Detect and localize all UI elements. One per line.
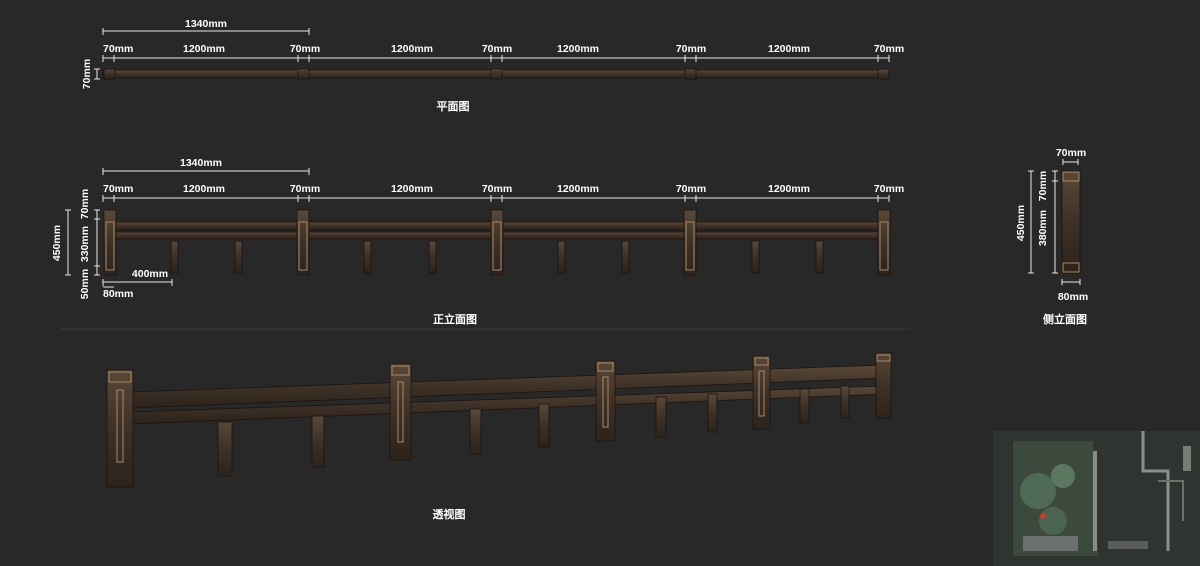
front-balusters (170, 240, 824, 274)
location-marker-icon (1040, 513, 1046, 519)
front-caption: 正立面图 (433, 312, 477, 326)
front-post-width-dim: 80mm (103, 288, 133, 300)
perspective-caption: 透视图 (433, 507, 466, 521)
front-seg-8: 1200mm (768, 183, 810, 195)
minimap-image (993, 431, 1200, 566)
side-cap-dim: 70mm (1037, 171, 1049, 201)
perspective-rails (129, 364, 886, 425)
plan-seg-5: 70mm (482, 43, 512, 55)
front-seg-6: 1200mm (557, 183, 599, 195)
plan-seg-6: 1200mm (557, 43, 599, 55)
front-overall-dim: 1340mm (180, 157, 222, 169)
side-total-dim: 450mm (1015, 205, 1027, 241)
plan-caption: 平面图 (437, 100, 470, 113)
perspective-posts (106, 352, 892, 488)
plan-overall-dim: 1340mm (185, 18, 227, 30)
plan-seg-1: 70mm (103, 43, 133, 55)
plan-height-dim: 70mm (81, 59, 93, 89)
front-seg-2: 1200mm (183, 183, 225, 195)
side-bottom-width-dim: 80mm (1058, 291, 1088, 303)
front-elevation: 1340mm 70mm 1200mm 70mm 1200mm 70mm 1200… (51, 157, 904, 326)
plan-dimensions: 1340mm 70mm 1200mm 70mm 1200mm 70mm 1200… (81, 18, 904, 89)
front-total-dim: 450mm (51, 225, 63, 261)
side-dimensions: 70mm 70mm 380mm 450mm 80mm (1015, 147, 1088, 303)
front-mid-dim: 330mm (79, 226, 91, 262)
plan-seg-2: 1200mm (183, 43, 225, 55)
side-elevation: 70mm 70mm 380mm 450mm 80mm 侧立面图 (1015, 147, 1088, 326)
front-seg-7: 70mm (676, 183, 706, 195)
side-top-width-dim: 70mm (1056, 147, 1086, 159)
side-shaft-dim: 380mm (1037, 210, 1049, 246)
plan-view: 1340mm 70mm 1200mm 70mm 1200mm 70mm 1200… (81, 18, 904, 113)
plan-seg-4: 1200mm (391, 43, 433, 55)
side-caption: 侧立面图 (1043, 312, 1087, 326)
front-dimensions: 1340mm 70mm 1200mm 70mm 1200mm 70mm 1200… (51, 157, 904, 300)
plan-seg-3: 70mm (290, 43, 320, 55)
front-seg-3: 70mm (290, 183, 320, 195)
front-bottom-dim: 50mm (79, 269, 91, 299)
plan-rail (102, 68, 890, 80)
plan-ticks (102, 55, 890, 62)
perspective-view: 透视图 (106, 352, 892, 521)
front-seg-9: 70mm (874, 183, 904, 195)
front-posts (103, 209, 891, 276)
perspective-balusters (217, 385, 850, 477)
front-ticks (102, 195, 890, 202)
side-post (1061, 170, 1081, 274)
site-plan-minimap[interactable] (993, 431, 1200, 566)
front-top-dim: 70mm (79, 189, 91, 219)
front-seg-5: 70mm (482, 183, 512, 195)
plan-seg-9: 70mm (874, 43, 904, 55)
plan-seg-8: 1200mm (768, 43, 810, 55)
front-seg-4: 1200mm (391, 183, 433, 195)
front-spacing-dim: 400mm (132, 268, 168, 280)
plan-seg-7: 70mm (676, 43, 706, 55)
front-seg-1: 70mm (103, 183, 133, 195)
